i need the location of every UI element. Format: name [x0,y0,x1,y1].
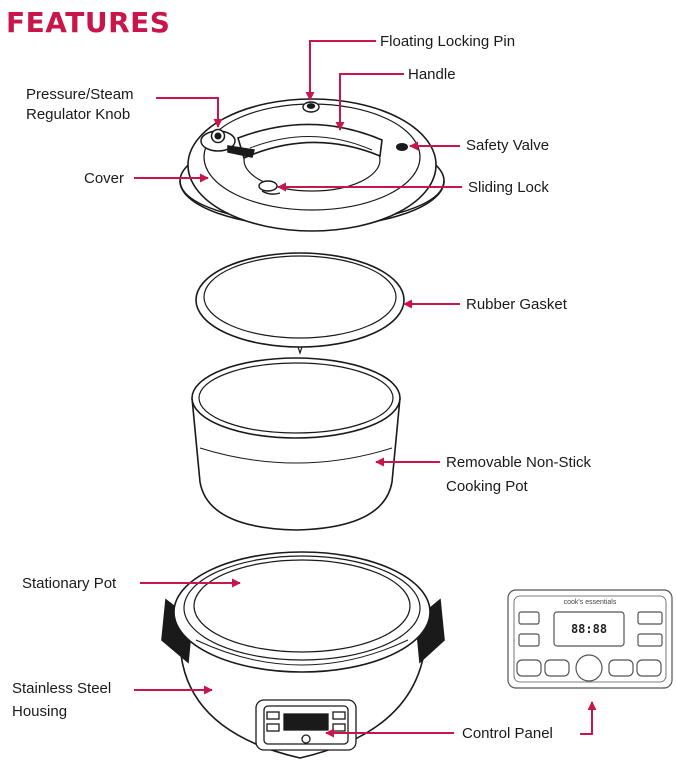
sliding-lock [258,180,281,195]
label-pressure-regulator-line2: Regulator Knob [26,106,131,123]
safety-valve [396,143,408,151]
label-handle: Handle [408,66,456,83]
inset-display-text: 88:88 [571,622,607,636]
cooking-pot [191,357,401,531]
label-cover: Cover [84,170,125,187]
leader-control-panel-inset [580,701,597,735]
label-pressure-regulator-line1: Pressure/Steam [26,86,134,103]
label-cooking-pot-line1: Removable Non-Stick [446,454,592,471]
inset-brand-text: cook's essentials [564,599,617,606]
housing-control-panel [255,699,357,751]
label-floating-locking-pin: Floating Locking Pin [380,33,516,50]
regulator-knob [200,128,255,158]
label-safety-valve: Safety Valve [466,137,550,154]
leader-handle [335,73,404,131]
label-stationary-pot: Stationary Pot [22,575,117,592]
page-title: FEATURES [6,6,171,39]
control-panel-inset [507,589,673,689]
floating-locking-pin [302,101,320,113]
handle [237,123,383,160]
label-control-panel: Control Panel [462,725,553,742]
label-rubber-gasket: Rubber Gasket [466,296,567,313]
rubber-gasket [195,252,405,355]
label-sliding-lock: Sliding Lock [468,179,549,196]
cover [179,98,445,232]
label-housing-line2: Housing [12,703,68,720]
leader-regulator-knob [156,97,223,128]
leader-floating-locking-pin [305,40,376,101]
label-cooking-pot-line2: Cooking Pot [446,478,528,495]
label-housing-line1: Stainless Steel [12,680,112,697]
